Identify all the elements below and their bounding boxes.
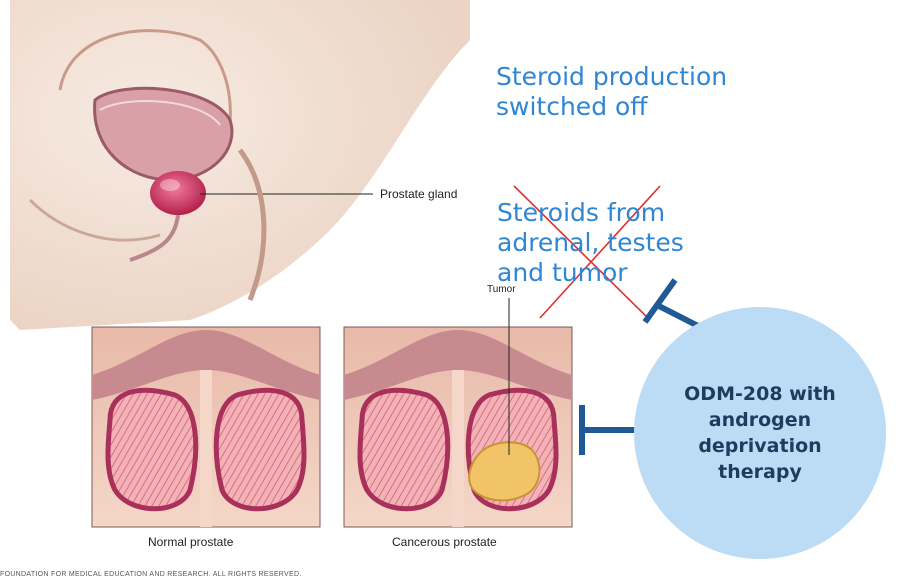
prostate-gland-shape — [150, 171, 206, 215]
prostate-gland-label: Prostate gland — [380, 187, 457, 201]
copyright-text: FOUNDATION FOR MEDICAL EDUCATION AND RES… — [0, 571, 302, 578]
normal-prostate-label: Normal prostate — [148, 535, 233, 549]
cancerous-prostate-label: Cancerous prostate — [392, 535, 497, 549]
body-silhouette — [10, 0, 470, 330]
steroids-sources-text: Steroids from adrenal, testes and tumor — [497, 198, 717, 288]
cancerous-prostate-panel — [344, 327, 572, 527]
therapy-circle: ODM-208 with androgen deprivation therap… — [634, 307, 886, 559]
steroid-production-text: Steroid production switched off — [496, 62, 796, 122]
therapy-text: ODM-208 with androgen deprivation therap… — [680, 381, 840, 485]
normal-prostate-panel — [92, 327, 320, 527]
